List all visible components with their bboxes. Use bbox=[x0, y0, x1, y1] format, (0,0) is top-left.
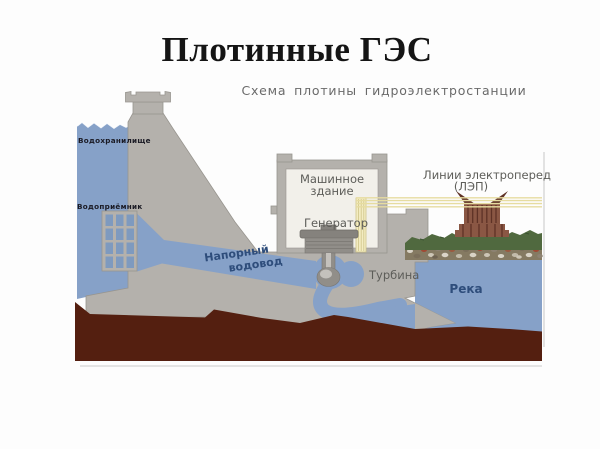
generator-unit bbox=[299, 197, 367, 287]
building-left-parapet bbox=[276, 153, 293, 163]
wall-nub bbox=[270, 205, 278, 215]
turbine-bulb-highlight bbox=[320, 269, 332, 279]
intake-slots bbox=[105, 214, 134, 268]
image-edge-lines bbox=[80, 152, 545, 367]
pylon-step2 bbox=[455, 230, 509, 237]
generator-body bbox=[304, 237, 354, 254]
turbine-label: Турбина bbox=[368, 268, 419, 282]
building-right-parapet bbox=[371, 153, 388, 163]
penstock-water bbox=[137, 213, 316, 289]
machine-hall-label-line2: здание bbox=[310, 184, 353, 198]
turbine-bulge-water bbox=[338, 261, 364, 287]
generator-body-lines bbox=[306, 241, 352, 249]
dam-tower-cap bbox=[125, 91, 171, 103]
pylon-step1 bbox=[459, 224, 505, 230]
turbine-shaft-highlight bbox=[326, 253, 331, 272]
earth-ground bbox=[75, 302, 542, 361]
cable-riser-lines bbox=[358, 199, 365, 251]
pylon-base-stripes bbox=[462, 224, 503, 237]
page-title: Плотинные ГЭС bbox=[162, 30, 433, 69]
power-lines-label-line2: (ЛЭП) bbox=[454, 180, 488, 194]
power-lines bbox=[356, 197, 542, 208]
page-subtitle: Схема плотины гидроэлектростанции bbox=[241, 83, 526, 98]
intake-label: Водоприёмник bbox=[77, 202, 143, 211]
machine-hall-label-line1: Машинное bbox=[300, 172, 364, 186]
pylon bbox=[455, 191, 509, 237]
reservoir-label: Водохранилище bbox=[78, 136, 151, 145]
generator-label: Генератор bbox=[304, 216, 368, 230]
generator-disc bbox=[299, 229, 359, 239]
power-lines-label-line1: Линии электроперед bbox=[423, 168, 551, 182]
dam-tower bbox=[132, 101, 164, 115]
intake-rack bbox=[101, 210, 138, 272]
pylon-body-stripes bbox=[467, 205, 497, 223]
draft-tube-water bbox=[313, 276, 407, 322]
outflow-spit bbox=[405, 298, 455, 331]
river-label: Река bbox=[449, 282, 482, 296]
wave-crests bbox=[76, 120, 129, 129]
